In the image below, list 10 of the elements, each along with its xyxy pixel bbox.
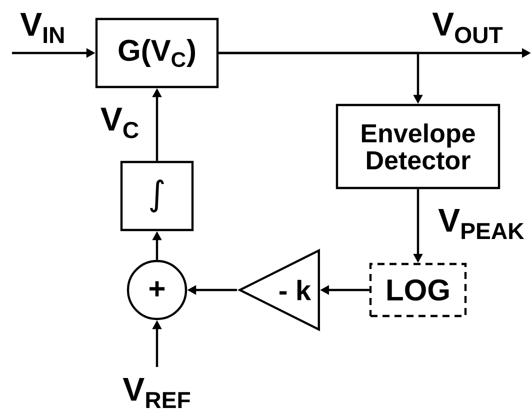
detector-box: Envelope Detector (336, 104, 500, 190)
signal-label: V$_{REF}$ (122, 378, 190, 408)
signal-label: V$_{IN}$ (20, 12, 64, 43)
summing-junction: + (126, 260, 188, 320)
signal-label: V$_{C}$ (100, 108, 138, 138)
signal-label: V$_{PEAK}$ (438, 208, 524, 239)
gain-block: G(V$_{C}$) (95, 18, 219, 88)
signal-label: V$_{OUT}$ (432, 12, 503, 44)
log-box: LOG (369, 262, 467, 318)
integrator-box: ∫ (120, 160, 194, 232)
